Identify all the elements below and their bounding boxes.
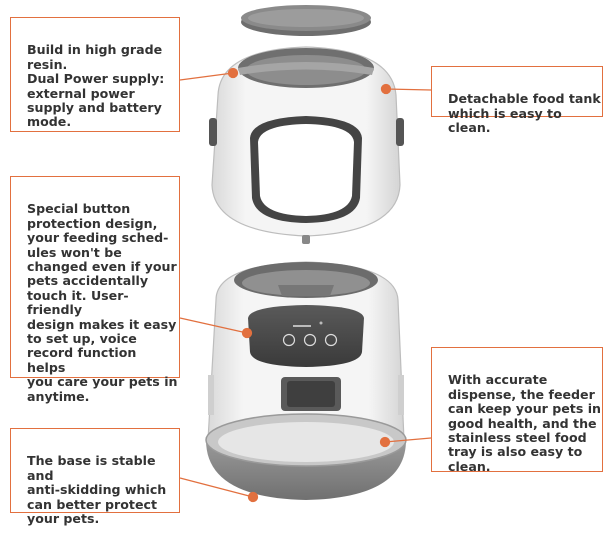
resin-callout-text: Build in high grade resin. Dual Power su…	[27, 42, 165, 130]
base-callout: The base is stable and anti-skidding whi…	[10, 428, 180, 526]
dispense-callout: With accurate dispense, the feeder can k…	[431, 347, 603, 474]
dispense-callout-text: With accurate dispense, the feeder can k…	[448, 372, 601, 474]
control-panel-icon	[207, 261, 405, 441]
button-callout: Special button protection design, your f…	[10, 176, 180, 403]
pet-feeder-illustration	[179, 5, 432, 503]
button-callout-text: Special button protection design, your f…	[27, 201, 178, 404]
tank-callout: Detachable food tank which is easy to cl…	[431, 66, 603, 135]
lid-icon	[241, 5, 371, 36]
resin-callout: Build in high grade resin. Dual Power su…	[10, 17, 180, 132]
food-tank-icon	[209, 46, 404, 244]
food-tray-icon	[205, 413, 407, 500]
tank-callout-text: Detachable food tank which is easy to cl…	[448, 91, 601, 136]
leader-lines	[179, 67, 432, 503]
base-callout-text: The base is stable and anti-skidding whi…	[27, 453, 167, 527]
